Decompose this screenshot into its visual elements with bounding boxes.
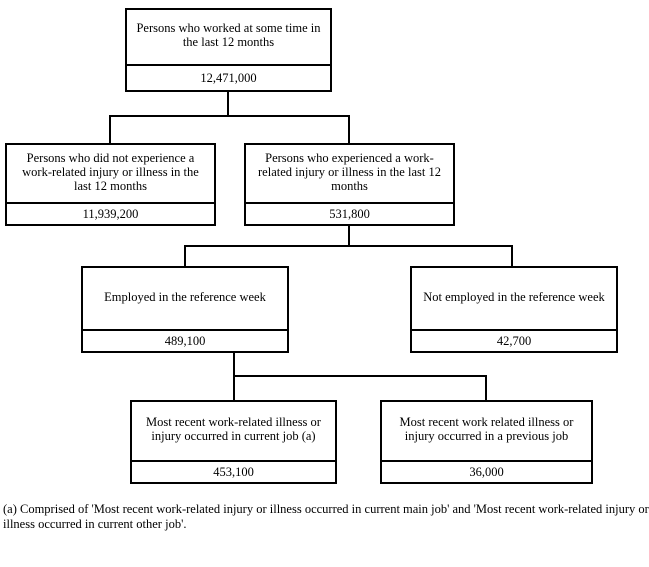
- connector-line: [485, 377, 487, 400]
- node-label: Not employed in the reference week: [412, 268, 616, 331]
- node-value: 531,800: [329, 206, 370, 221]
- node-injury-current-job: Most recent work-related illness or inju…: [130, 400, 337, 484]
- node-label: Persons who experienced a work-related i…: [246, 145, 453, 204]
- connector-line: [348, 117, 350, 143]
- node-value: 36,000: [469, 464, 504, 479]
- node-employed-reference-week: Employed in the reference week 489,100: [81, 266, 289, 353]
- node-label: Most recent work related illness or inju…: [382, 402, 591, 462]
- node-experienced-injury: Persons who experienced a work-related i…: [244, 143, 455, 226]
- connector-line: [227, 92, 229, 117]
- node-value: 489,100: [164, 333, 206, 348]
- node-label: Employed in the reference week: [83, 268, 287, 331]
- node-value: 11,939,200: [82, 206, 139, 221]
- connector-line: [109, 115, 350, 117]
- node-value: 42,700: [496, 333, 532, 348]
- node-value: 12,471,000: [200, 70, 257, 85]
- node-label: Persons who worked at some time in the l…: [127, 10, 330, 66]
- footnote-text: (a) Comprised of 'Most recent work-relat…: [3, 502, 649, 531]
- node-not-employed-reference-week: Not employed in the reference week 42,70…: [410, 266, 618, 353]
- node-injury-previous-job: Most recent work related illness or inju…: [380, 400, 593, 484]
- node-value: 453,100: [213, 464, 254, 479]
- connector-line: [233, 375, 487, 377]
- node-label: Most recent work-related illness or inju…: [132, 402, 335, 462]
- node-label: Persons who did not experience a work-re…: [7, 145, 214, 204]
- connector-line: [109, 117, 111, 143]
- connector-line: [184, 247, 186, 266]
- connector-line: [348, 226, 350, 247]
- connector-line: [511, 247, 513, 266]
- node-worked-last-12-months: Persons who worked at some time in the l…: [125, 8, 332, 92]
- connector-line: [184, 245, 513, 247]
- node-no-injury: Persons who did not experience a work-re…: [5, 143, 216, 226]
